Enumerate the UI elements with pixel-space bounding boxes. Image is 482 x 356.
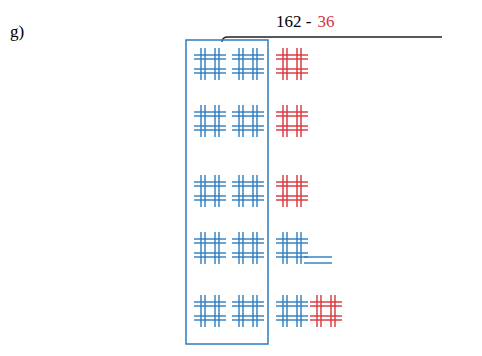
minuend-text: 162 - (276, 12, 311, 32)
red-blocks (276, 48, 342, 327)
item-letter: g) (10, 22, 24, 42)
hundreds-box (186, 40, 268, 344)
subtrahend-text: 36 (317, 12, 334, 32)
blue-blocks (194, 48, 332, 327)
title-row: 162 - 36 (276, 12, 334, 32)
